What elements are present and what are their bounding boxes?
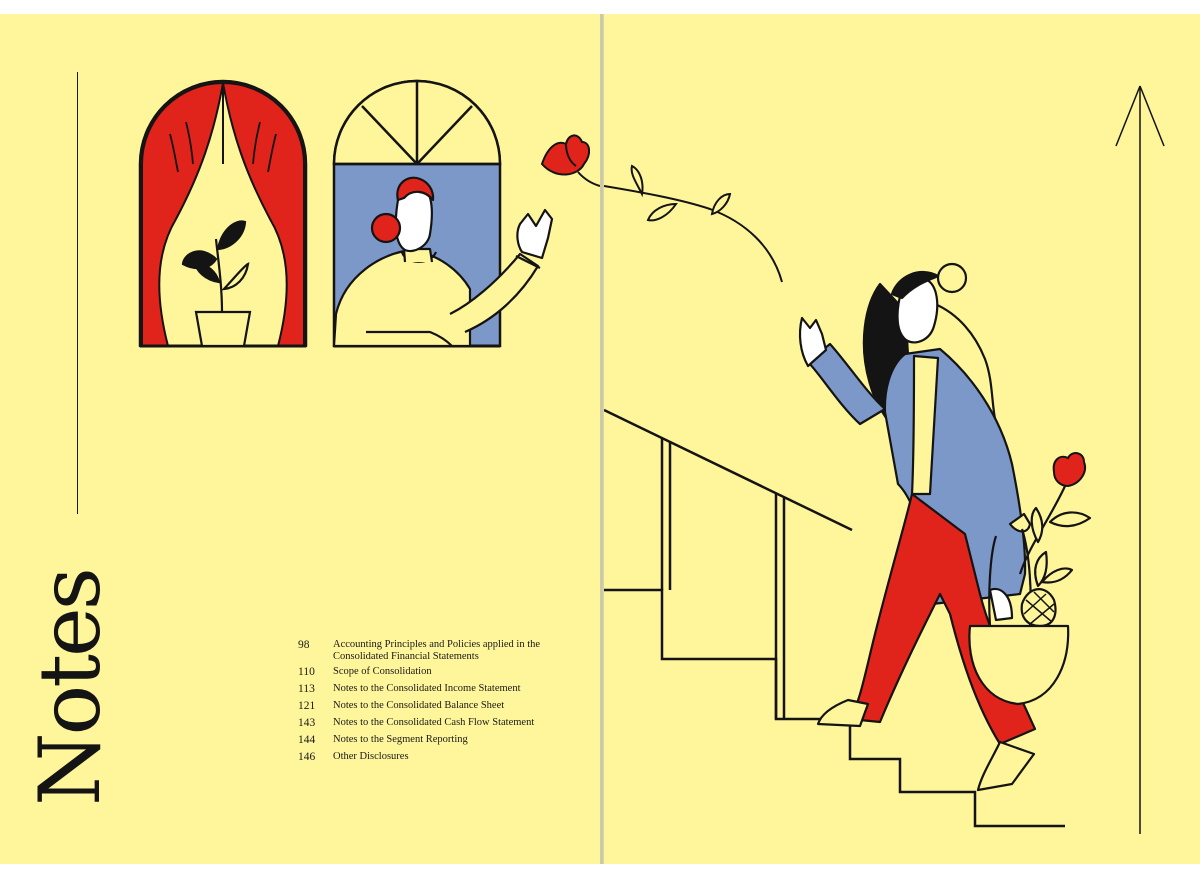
toc-item[interactable]: 98 Accounting Principles and Policies app… <box>298 639 568 662</box>
woman-in-window-waving <box>332 176 554 348</box>
red-rose-icon <box>540 134 600 187</box>
flying-vine <box>604 164 783 283</box>
toc-page-number: 121 <box>298 700 316 712</box>
toc-title: Other Disclosures <box>333 751 409 762</box>
toc-title: Notes to the Consolidated Balance Sheet <box>333 700 505 711</box>
left-page: Notes 98 Accounting Principles and Polici… <box>0 14 600 864</box>
table-of-contents: 98 Accounting Principles and Policies app… <box>298 639 568 768</box>
toc-title: Scope of Consolidation <box>333 666 432 677</box>
right-page <box>604 14 1200 864</box>
toc-page-number: 144 <box>298 734 316 746</box>
page-gutter <box>600 14 604 864</box>
basket-with-groceries <box>968 483 1092 706</box>
woman-climbing-stairs <box>798 262 1037 792</box>
toc-title: Notes to the Consolidated Cash Flow Stat… <box>333 717 535 728</box>
toc-title: Notes to the Segment Reporting <box>333 734 468 745</box>
toc-item[interactable]: 146 Other Disclosures <box>298 751 568 764</box>
toc-page-number: 146 <box>298 751 316 763</box>
stairs-illustration <box>604 85 1165 834</box>
toc-item[interactable]: 144 Notes to the Segment Reporting <box>298 734 568 747</box>
toc-page-number: 98 <box>298 639 310 651</box>
potted-plant-icon <box>181 220 252 348</box>
window-illustration <box>138 79 600 348</box>
toc-page-number: 110 <box>298 666 315 678</box>
toc-title: Notes to the Consolidated Income Stateme… <box>333 683 521 694</box>
vertical-rule <box>77 72 78 514</box>
toc-item[interactable]: 143 Notes to the Consolidated Cash Flow S… <box>298 717 568 730</box>
page-title: Notes <box>21 570 119 806</box>
toc-title: Accounting Principles and Policies appli… <box>333 639 541 662</box>
toc-item[interactable]: 121 Notes to the Consolidated Balance She… <box>298 700 568 713</box>
window-with-red-curtains <box>138 79 308 348</box>
red-rose-icon <box>1052 452 1086 488</box>
staircase <box>604 408 1065 828</box>
toc-item[interactable]: 110 Scope of Consolidation <box>298 666 568 679</box>
toc-page-number: 113 <box>298 683 315 695</box>
toc-item[interactable]: 113 Notes to the Consolidated Income Stat… <box>298 683 568 696</box>
toc-page-number: 143 <box>298 717 316 729</box>
up-arrow-icon <box>1115 85 1165 834</box>
magazine-spread: Notes 98 Accounting Principles and Polici… <box>0 14 1200 864</box>
